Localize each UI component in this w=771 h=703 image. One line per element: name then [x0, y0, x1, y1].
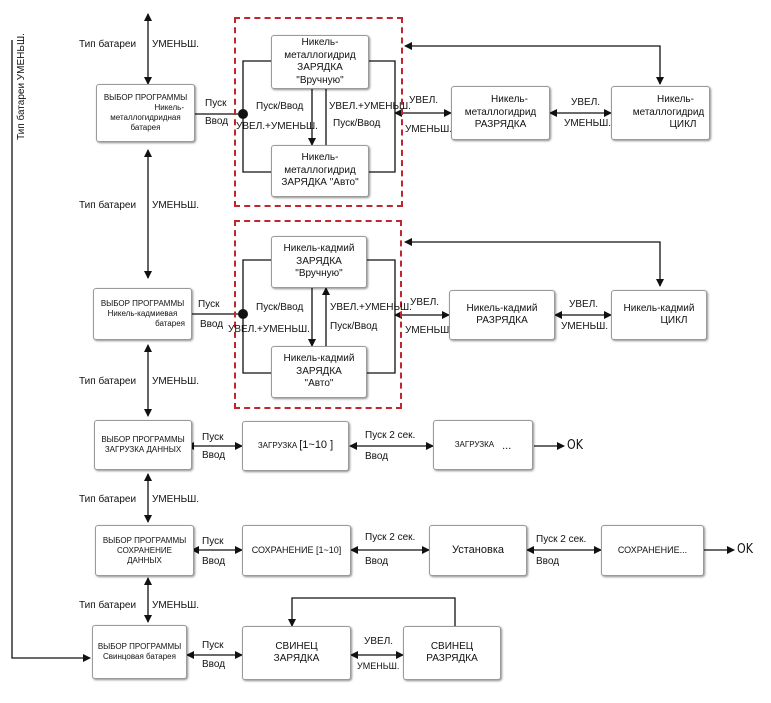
nicd-increase-label: УВЕЛ. [410, 297, 440, 308]
nicd-start-label: Пуск [198, 299, 220, 310]
nimh-charge-group [234, 17, 403, 207]
side-vertical-label: Тип батареи УМЕНЬШ. [16, 33, 27, 140]
nimh-enter-label: Ввод [205, 116, 229, 127]
decrease-label-5: УМЕНЬШ. [152, 600, 200, 611]
load-step1-range: [1~10 ] [299, 439, 334, 452]
load-step1[interactable]: ЗАГРУЗКА [1~10 ] [242, 421, 349, 471]
load-enter-label-2: Ввод [365, 451, 389, 462]
nicd-cycle-increase-label: УВЕЛ. [569, 299, 599, 310]
nimh-start-label: Пуск [205, 98, 227, 109]
load-start-label: Пуск [202, 432, 224, 443]
lead-charge[interactable]: СВИНЕЦ ЗАРЯДКА [242, 626, 351, 680]
nimh-auto-charge[interactable]: Никель- металлогидрид ЗАРЯДКА "Авто" [271, 145, 369, 197]
nicd-split-dot [238, 309, 248, 319]
save-start-label: Пуск [202, 536, 224, 547]
save-ok-label: OK [737, 542, 753, 557]
decrease-label-1: УМЕНЬШ. [152, 39, 200, 50]
nimh-split-to-auto [242, 114, 276, 173]
lead-start-label: Пуск [202, 640, 224, 651]
battery-type-label-5: Тип батареи [79, 600, 137, 611]
nicd-discharge[interactable]: Никель-кадмий РАЗРЯДКА [449, 290, 555, 340]
load-step2-dots: ... [502, 440, 512, 453]
save-step3-label: СОХРАНЕНИЕ... [617, 545, 688, 556]
load-step1-label: ЗАГРУЗКА [257, 441, 298, 451]
load-enter-label: Ввод [202, 450, 226, 461]
save-start-2sec-label: Пуск 2 сек. [365, 532, 416, 543]
nimh-start-enter-label: Пуск/Ввод [256, 101, 304, 112]
nimh-split-to-manual [242, 60, 276, 114]
decrease-label-3: УМЕНЬШ. [152, 376, 200, 387]
nicd-inc-dec-left: УВЕЛ.+УМЕНЬШ. [228, 324, 310, 335]
nicd-cycle-loop [404, 238, 664, 287]
save-enter-label-2: Ввод [365, 556, 389, 567]
nicd-cycle-decrease-label: УМЕНЬШ. [561, 321, 609, 332]
decrease-label-2: УМЕНЬШ. [152, 200, 200, 211]
load-step2[interactable]: ЗАГРУЗКА ... [433, 420, 533, 470]
nimh-start-enter-right: Пуск/Ввод [333, 118, 381, 129]
lead-discharge[interactable]: СВИНЕЦ РАЗРЯДКА [403, 626, 501, 680]
program-lead[interactable]: ВЫБОР ПРОГРАММЫ Свинцовая батарея [92, 625, 187, 679]
load-start-2sec-label: Пуск 2 сек. [365, 430, 416, 441]
lead-enter-label: Ввод [202, 659, 226, 670]
program-nicd[interactable]: ВЫБОР ПРОГРАММЫ Никель-кадмиевая батарея [93, 288, 192, 340]
save-step1-label: СОХРАНЕНИЕ [1~10] [251, 545, 342, 556]
loop-back-line [11, 40, 91, 662]
load-ok-label: OK [567, 438, 583, 453]
battery-type-label-1: Тип батареи [79, 39, 137, 50]
nimh-discharge[interactable]: Никель- металлогидрид РАЗРЯДКА [451, 86, 550, 140]
nimh-cycle[interactable]: Никель- металлогидрид ЦИКЛ [611, 86, 710, 140]
save-start-2sec-label-2: Пуск 2 сек. [536, 534, 587, 545]
save-step2[interactable]: Установка [429, 525, 527, 576]
nicd-split-to-manual [242, 259, 272, 314]
decrease-label-4: УМЕНЬШ. [152, 494, 200, 505]
nimh-split-dot [238, 109, 248, 119]
load-step2-label: ЗАГРУЗКА [454, 440, 495, 450]
battery-type-label-4: Тип батареи [79, 494, 137, 505]
nicd-charge-group [234, 220, 402, 409]
nimh-inc-dec-left: УВЕЛ.+УМЕНЬШ. [236, 121, 318, 132]
lead-increase-label: УВЕЛ. [364, 636, 394, 647]
nicd-enter-label: Ввод [200, 319, 224, 330]
save-enter-label-3: Ввод [536, 556, 560, 567]
lead-decrease-label: УМЕНЬШ. [357, 661, 400, 671]
nimh-cycle-loop [404, 42, 664, 85]
nimh-inc-dec-right: УВЕЛ.+УМЕНЬШ. [329, 101, 411, 112]
nicd-inc-dec-right: УВЕЛ.+УМЕНЬШ. [330, 302, 412, 313]
save-step3[interactable]: СОХРАНЕНИЕ... [601, 525, 704, 576]
nicd-auto-charge[interactable]: Никель-кадмий ЗАРЯДКА "Авто" [271, 346, 367, 398]
nicd-cycle[interactable]: Никель-кадмий ЦИКЛ [611, 290, 707, 340]
battery-type-label-2: Тип батареи [79, 200, 137, 211]
program-load-data[interactable]: ВЫБОР ПРОГРАММЫ ЗАГРУЗКА ДАННЫХ [94, 420, 192, 470]
nimh-decrease-label: УМЕНЬШ. [405, 124, 453, 135]
program-save-data[interactable]: ВЫБОР ПРОГРАММЫ СОХРАНЕНИЕ ДАННЫХ [95, 525, 194, 576]
nicd-split-to-auto [242, 314, 272, 374]
lead-top-loop [288, 597, 456, 627]
save-step1[interactable]: СОХРАНЕНИЕ [1~10] [242, 525, 351, 576]
save-enter-label: Ввод [202, 556, 226, 567]
nimh-cycle-decrease-label: УМЕНЬШ. [564, 118, 612, 129]
nimh-increase-label: УВЕЛ. [409, 95, 439, 106]
nicd-manual-charge[interactable]: Никель-кадмий ЗАРЯДКА "Вручную" [271, 236, 367, 288]
nimh-cycle-increase-label: УВЕЛ. [571, 97, 601, 108]
nicd-start-enter-label: Пуск/Ввод [256, 302, 304, 313]
program-nimh[interactable]: ВЫБОР ПРОГРАММЫ Никель- металлогидридная… [96, 84, 195, 142]
battery-type-label-3: Тип батареи [79, 376, 137, 387]
nimh-manual-charge[interactable]: Никель- металлогидрид ЗАРЯДКА "Вручную" [271, 35, 369, 89]
nicd-start-enter-right: Пуск/Ввод [330, 321, 378, 332]
nicd-decrease-label: УМЕНЬШ. [405, 325, 453, 336]
save-step2-label: Установка [452, 543, 504, 556]
